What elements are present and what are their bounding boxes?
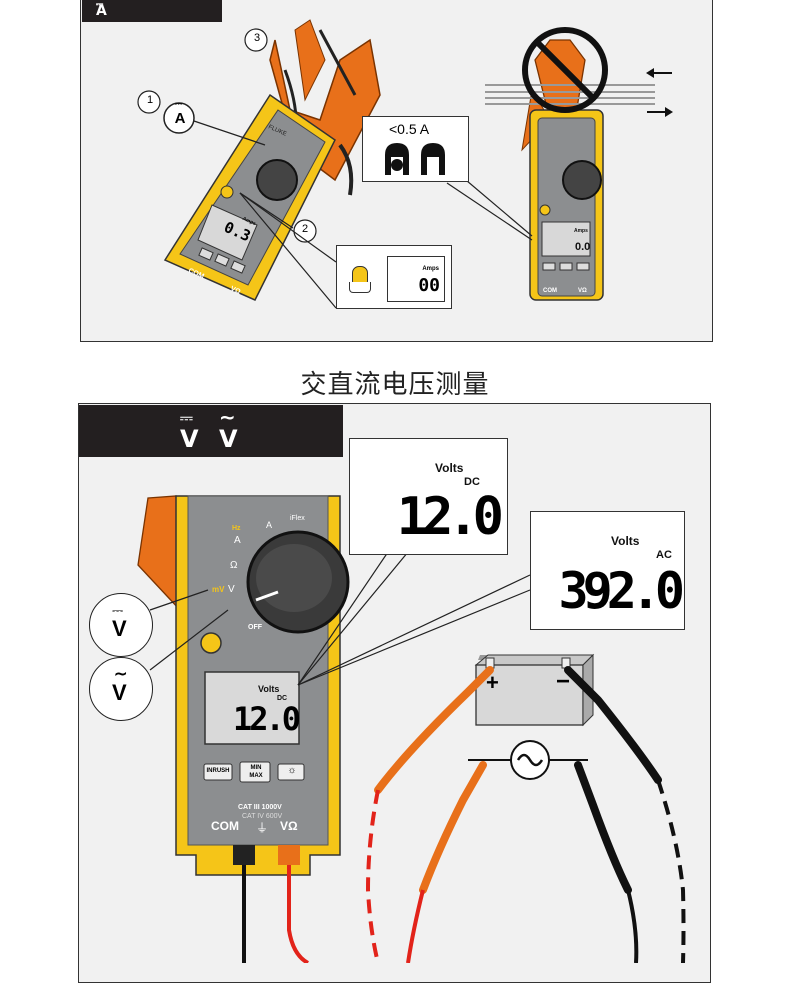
dial-hz-label: Hz bbox=[232, 525, 241, 532]
prohibited-icon bbox=[522, 27, 608, 113]
dc-amps-tab-label: A bbox=[96, 3, 107, 19]
dial-ohm-label: Ω bbox=[230, 560, 238, 571]
dc-reading-mode: DC bbox=[464, 476, 480, 488]
callout-number-2: 2 bbox=[301, 223, 309, 235]
dc-symbol-icon: ⎓ bbox=[96, 0, 104, 10]
dc-volts-badge-label: V bbox=[112, 616, 127, 641]
ac-volts-tab-icon: ∼ bbox=[219, 405, 236, 429]
callout-circle-3 bbox=[244, 28, 268, 52]
meter-lcd-value: 12.0 bbox=[232, 700, 301, 738]
callout-number-1: 1 bbox=[146, 94, 154, 106]
amps-badge-label: A bbox=[174, 110, 186, 127]
ac-reading-callout: Volts AC 392.0 bbox=[530, 511, 685, 630]
dial-off-label: OFF bbox=[248, 624, 262, 631]
ac-reading-value: 392.0 bbox=[558, 562, 685, 620]
callout-circle-1 bbox=[137, 90, 161, 114]
dial-mv-label: mV bbox=[212, 585, 225, 594]
meter-lcd-mode: DC bbox=[277, 695, 288, 702]
right-com-label: COM bbox=[543, 288, 557, 294]
v-ohm-terminal-label: VΩ bbox=[280, 819, 298, 833]
battery-minus-label: − bbox=[556, 668, 571, 695]
dc-volts-badge-icon: ⎓ bbox=[112, 602, 124, 618]
zero-callout-value: 00 bbox=[418, 275, 440, 296]
right-meter-unit: Amps bbox=[574, 228, 588, 234]
jaw-icons bbox=[385, 143, 445, 175]
ac-reading-label: Volts bbox=[611, 534, 640, 548]
ac-volts-badge-label: V bbox=[112, 680, 127, 705]
cat-rating-600v: CAT IV 600V bbox=[242, 813, 283, 820]
com-terminal-label: COM bbox=[211, 819, 239, 833]
voltage-tab: ⎓ V ∼ V bbox=[79, 405, 343, 457]
dc-reading-label: Volts bbox=[435, 461, 464, 475]
top-illustration: FLUKE COM VΩ COM VΩ 0.0 Amps bbox=[137, 19, 673, 309]
ac-volts-badge: ∼ V bbox=[89, 657, 153, 721]
right-meter-value: 0.0 bbox=[575, 241, 590, 253]
zero-callout-lcd: Amps 00 bbox=[387, 256, 445, 302]
dc-volts-tab-label: V bbox=[180, 425, 199, 453]
dial-dc-a-label: A bbox=[266, 520, 273, 530]
zero-callout-unit: Amps bbox=[422, 266, 439, 272]
dc-volts-tab-icon: ⎓ bbox=[180, 408, 193, 427]
dial-iflex-label: iFlex bbox=[290, 515, 305, 522]
ac-volts-badge-icon: ∼ bbox=[114, 666, 128, 683]
dial-v-label: V bbox=[228, 584, 235, 595]
ac-reading-mode: AC bbox=[656, 549, 672, 561]
cat-rating-1000v: CAT III 1000V bbox=[238, 804, 282, 811]
bottom-illustration bbox=[137, 495, 686, 963]
right-v-label: VΩ bbox=[578, 288, 587, 294]
min-max-button[interactable]: MIN MAX bbox=[249, 765, 263, 779]
battery-plus-label: + bbox=[486, 670, 499, 695]
dial-a-label: A bbox=[234, 535, 241, 546]
meter-lcd-label: Volts bbox=[258, 684, 280, 694]
backlight-button[interactable]: ☼ bbox=[287, 765, 297, 776]
dc-reading-value: 12.0 bbox=[396, 487, 504, 547]
dc-amps-tab: A ⎓ bbox=[82, 0, 222, 22]
inrush-button[interactable]: INRUSH bbox=[206, 768, 230, 774]
callout-number-3: 3 bbox=[253, 32, 261, 44]
amps-badge-circle bbox=[163, 102, 195, 134]
ground-icon: ⏚ bbox=[256, 821, 269, 835]
ac-volts-tab-label: V bbox=[219, 425, 238, 453]
zero-button-callout: Amps 00 bbox=[336, 245, 452, 309]
threshold-callout: <0.5 A bbox=[362, 116, 469, 182]
amps-badge-dc-icon: ⎓ bbox=[175, 99, 183, 109]
dc-volts-badge: ⎓ V bbox=[89, 593, 153, 657]
dc-reading-callout: Volts DC 12.0 bbox=[349, 438, 508, 555]
section-title: 交直流电压测量 bbox=[300, 370, 490, 400]
v-terminal-label: VΩ bbox=[229, 285, 242, 296]
threshold-label: <0.5 A bbox=[389, 121, 430, 137]
